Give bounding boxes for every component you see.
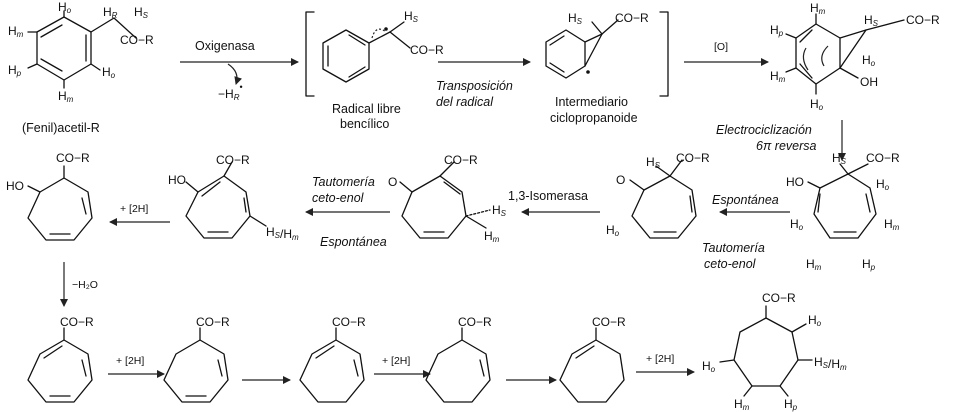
svg-text:Hm: Hm [734,397,750,412]
svg-text:CO−R: CO−R [458,315,492,329]
svg-text:Ho: Ho [58,0,72,15]
svg-text:Hp: Hp [862,257,876,272]
label-oxidation: [O] [714,41,728,53]
svg-text:CO−R: CO−R [592,315,626,329]
label-spontaneous-1: Espontánea [712,193,779,207]
cycloheptene-cor-structure: CO−R [425,315,492,403]
radical-curved-arrow [371,28,387,39]
svg-text:O: O [616,173,625,187]
label-electrocyclization-2: 6π reversa [756,139,817,153]
svg-text:CO−R: CO−R [762,291,796,305]
svg-text:CO−R: CO−R [332,315,366,329]
svg-text:HS: HS [646,155,661,170]
bracket-right [659,11,669,97]
svg-text:Hm: Hm [770,69,786,84]
svg-text:Hm: Hm [810,1,826,16]
label-spontaneous-2: Espontánea [320,235,387,249]
cycloheptadiene-cor-structure: CO−R [163,315,230,403]
svg-text:O: O [388,175,397,189]
cycloheptadienone-hs-structure: O HS CO−R Ho [606,151,710,239]
label-benzylic-radical-1: Radical libre [332,102,401,116]
svg-text:CO−R: CO−R [615,11,649,25]
svg-text:Hp: Hp [8,63,22,78]
svg-text:CO−R: CO−R [56,151,90,165]
svg-text:OH: OH [860,75,878,89]
svg-text:CO−R: CO−R [410,43,444,57]
norcaradiene-oxide-structure: Hm Hp Hm Ho HS Ho OH CO−R [770,1,940,112]
svg-text:HS: HS [134,5,149,20]
label-oxygenase: Oxigenasa [195,39,255,53]
svg-text:Ho: Ho [876,177,890,192]
label-cyclopropanoid-1: Intermediario [555,95,628,109]
label-dehydration: −H₂O [72,279,98,291]
benzylic-radical-structure: HS CO−R [322,9,444,83]
label-isomerase: 1,3-Isomerasa [508,189,588,203]
svg-text:Ho: Ho [790,217,804,232]
svg-text:Hm: Hm [884,217,900,232]
svg-text:HS: HS [864,13,879,28]
svg-text:CO−R: CO−R [444,153,478,167]
cycloheptatriene-alcohol-structure: HS CO−R HO Ho Hm Ho Hm Hp [786,151,900,272]
svg-text:HS/Hm: HS/Hm [814,355,847,372]
svg-text:CO−R: CO−R [196,315,230,329]
label-cyclopropanoid-2: ciclopropanoide [550,111,638,125]
svg-text:Ho: Ho [102,65,116,80]
label-transposition-2: del radical [436,95,494,109]
svg-text:CO−R: CO−R [676,151,710,165]
svg-text:HS: HS [404,9,419,24]
cycloheptane-cor-structure: CO−R Ho HS/Hm Ho Hm Hp [702,291,847,412]
cycloheptadienol-structure: HO CO−R [6,151,93,241]
label-reduction-4: + [2H] [646,353,674,365]
electron-arrow-1 [821,45,829,67]
phenylacetyl-r-structure: Ho HR HS Hm Hp Hm Ho CO−R [8,0,154,104]
svg-text:HR: HR [103,5,118,20]
label-h-loss: −HR• [218,82,243,102]
electron-arrow-2 [802,47,809,71]
svg-text:CO−R: CO−R [120,33,154,47]
svg-text:Hm: Hm [58,89,74,104]
svg-text:Hp: Hp [770,23,784,38]
svg-text:HS: HS [568,11,583,26]
cyclopropanoid-intermediate-structure: HS CO−R [545,11,649,79]
label-reduction-1: + [2H] [120,203,148,215]
cycloheptadiene-cor-isomer-structure: CO−R [299,315,366,403]
cycloheptene-cor-isomer-structure: CO−R [559,315,626,403]
svg-text:CO−R: CO−R [866,151,900,165]
bracket-left [305,11,315,97]
label-tautomeria-2: Tautomería [312,175,375,189]
label-tautomeria-1: Tautomería [702,241,765,255]
svg-text:Hm: Hm [484,229,500,244]
label-reduction-3: + [2H] [382,355,410,367]
svg-text:HO: HO [786,175,804,189]
label-reduction-2: + [2H] [116,355,144,367]
svg-text:Ho: Ho [808,313,822,328]
label-ceto-enol-2: ceto-enol [312,191,365,205]
label-electrocyclization: Electrociclización [716,123,812,137]
svg-text:HO: HO [6,179,24,193]
cycloheptadienone-stereo-structure: O CO−R HS Hm [388,153,507,244]
svg-text:Ho: Ho [810,97,824,112]
svg-text:Hp: Hp [784,397,798,412]
svg-text:HS/Hm: HS/Hm [266,225,299,242]
svg-text:Ho: Ho [702,359,716,374]
label-ceto-enol-1: ceto-enol [704,257,757,271]
label-benzylic-radical-2: bencílico [340,117,389,131]
cycloheptatriene-cor-structure: CO−R [27,315,94,403]
svg-text:HO: HO [168,173,186,187]
label-transposition-1: Transposición [436,79,513,93]
svg-text:CO−R: CO−R [60,315,94,329]
svg-text:Hm: Hm [806,257,822,272]
svg-text:Ho: Ho [606,223,620,238]
label-start-compound: (Fenil)acetil-R [22,121,100,135]
cycloheptatrienol-structure: HO CO−R HS/Hm [168,153,299,242]
arrow-h-loss [227,63,243,85]
svg-text:Hm: Hm [8,24,24,39]
svg-text:CO−R: CO−R [216,153,250,167]
svg-text:Ho: Ho [862,53,876,68]
svg-text:HS: HS [492,203,507,218]
svg-text:CO−R: CO−R [906,13,940,27]
svg-text:HS: HS [832,151,847,166]
